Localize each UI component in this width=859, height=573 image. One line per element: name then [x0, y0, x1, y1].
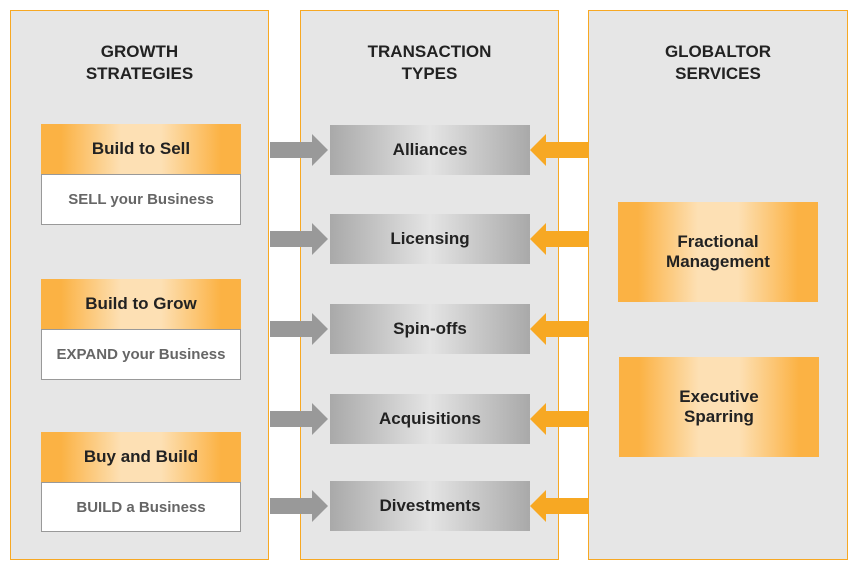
orange-arrow-left-icon [530, 313, 590, 345]
transaction-acquisitions: Acquisitions [330, 394, 530, 444]
service-executive-sparring: Executive Sparring [619, 357, 819, 457]
transaction-alliances: Alliances [330, 125, 530, 175]
transaction-licensing: Licensing [330, 214, 530, 264]
orange-arrow-left-icon [530, 490, 590, 522]
strategy-subtitle: EXPAND your Business [41, 329, 241, 380]
panel-title: TRANSACTION TYPES [367, 42, 492, 83]
strategy-build-to-sell: Build to Sell [41, 124, 241, 174]
service-fractional-management: Fractional Management [618, 202, 818, 302]
strategy-subtitle: BUILD a Business [41, 482, 241, 532]
strategy-build-to-grow: Build to Grow [41, 279, 241, 329]
transaction-types-panel: TRANSACTION TYPES [300, 10, 559, 560]
gray-arrow-right-icon [270, 403, 330, 435]
orange-arrow-left-icon [530, 403, 590, 435]
strategy-subtitle: SELL your Business [41, 174, 241, 225]
panel-title: GROWTH STRATEGIES [85, 42, 194, 83]
gray-arrow-right-icon [270, 223, 330, 255]
panel-title: GLOBALTOR SERVICES [664, 42, 772, 83]
strategy-buy-and-build: Buy and Build [41, 432, 241, 482]
orange-arrow-left-icon [530, 223, 590, 255]
gray-arrow-right-icon [270, 490, 330, 522]
gray-arrow-right-icon [270, 313, 330, 345]
gray-arrow-right-icon [270, 134, 330, 166]
orange-arrow-left-icon [530, 134, 590, 166]
transaction-spin-offs: Spin-offs [330, 304, 530, 354]
transaction-divestments: Divestments [330, 481, 530, 531]
